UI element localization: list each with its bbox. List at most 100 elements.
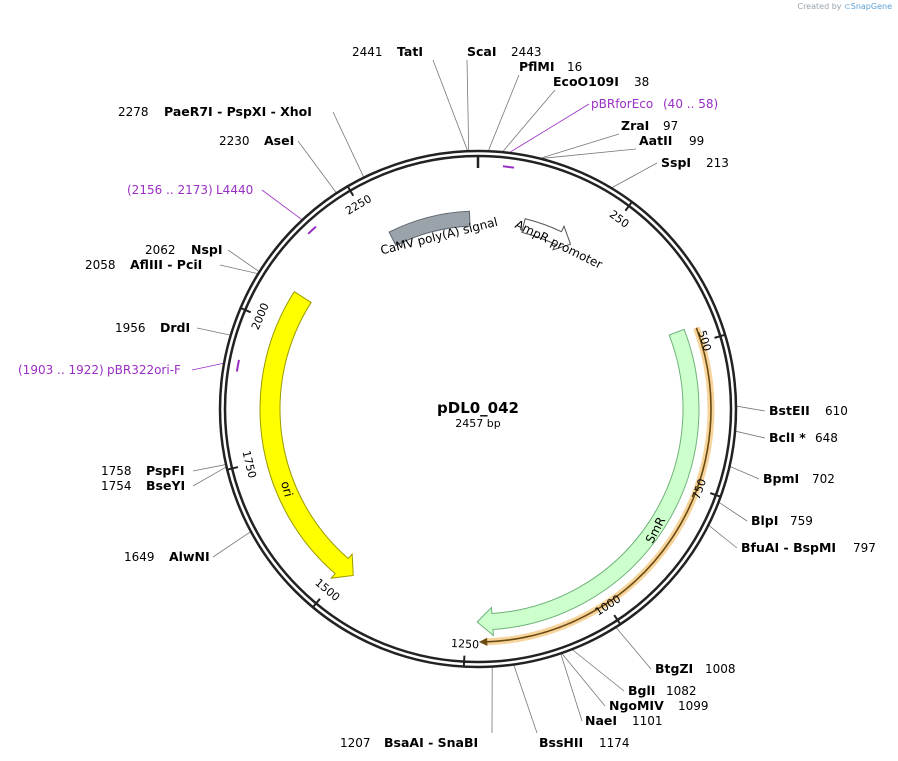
leader-line	[261, 189, 302, 220]
primer-range-pbr322ori-f: (1903 .. 1922)	[18, 363, 104, 377]
enzyme-pos-bpmi: 702	[812, 472, 835, 486]
primer-name-pbrforeco: pBRforEco	[591, 97, 653, 111]
leader-line	[196, 327, 230, 336]
leader-line	[219, 264, 258, 274]
enzyme-pos-bsaai-snabi: 1207	[340, 736, 371, 750]
tick-label-1000: 1000	[593, 592, 624, 618]
leader-line	[192, 464, 226, 472]
enzyme-name-paer7i-pspxi-xhoi: PaeR7I - PspXI - XhoI	[164, 104, 312, 119]
enzyme-name-bfuai-bspmi: BfuAI - BspMI	[741, 540, 836, 555]
tick-mark-1500	[311, 598, 321, 609]
tick-label-1750: 1750	[239, 449, 258, 479]
enzyme-pos-btgzi: 1008	[705, 662, 736, 676]
enzyme-name-alwni: AlwNI	[169, 549, 210, 564]
enzyme-pos-scai: 2443	[511, 45, 542, 59]
enzyme-pos-bsteii: 610	[825, 404, 848, 418]
camv-polya-box	[388, 210, 471, 247]
enzyme-name-bsteii: BstEII	[769, 403, 810, 418]
enzyme-name-tati: TatI	[397, 44, 423, 59]
enzyme-name-pspfi: PspFI	[146, 463, 185, 478]
snapgene-logo-icon: ⊂	[844, 2, 851, 11]
tick-label-250: 250	[607, 208, 632, 231]
enzyme-pos-zrai: 97	[663, 119, 678, 133]
primer-name-l4440: L4440	[216, 183, 253, 197]
leader-line	[616, 627, 652, 670]
enzyme-pos-asei: 2230	[219, 134, 250, 148]
enzyme-pos-naei: 1101	[632, 714, 663, 728]
enzyme-pos-pspfi: 1758	[101, 464, 132, 478]
enzyme-pos-bsshii: 1174	[599, 736, 630, 750]
orf-arrowhead	[478, 637, 488, 646]
tick-mark-1750	[226, 466, 239, 471]
tick-label-500: 500	[695, 329, 713, 353]
enzyme-name-bsaai-snabi: BsaAI - SnaBI	[384, 735, 478, 750]
enzyme-pos-aatii: 99	[689, 134, 704, 148]
leader-line	[572, 649, 625, 692]
enzyme-name-afliii-pcii: AflIII - PciI	[130, 257, 202, 272]
snapgene-watermark: Created by ⊂SnapGene	[797, 2, 892, 11]
primer-range-pbrforeco: (40 .. 58)	[663, 97, 718, 111]
feature-arrows	[259, 210, 715, 646]
ori-arrow	[259, 290, 354, 579]
leader-line	[541, 133, 620, 159]
leader-line	[488, 74, 520, 151]
enzyme-pos-bseyi: 1754	[101, 479, 132, 493]
leader-line	[560, 654, 583, 722]
tick-mark-2250	[346, 184, 355, 197]
primer-range-l4440: (2156 .. 2173)	[127, 183, 213, 197]
enzyme-name-asei: AseI	[264, 133, 294, 148]
tick-label-2000: 2000	[249, 301, 272, 332]
leader-line	[542, 148, 637, 159]
enzyme-name-bpmi: BpmI	[763, 471, 799, 486]
leader-line	[432, 59, 468, 151]
enzyme-pos-bfuai-bspmi: 797	[853, 541, 876, 555]
leader-line	[297, 140, 337, 193]
enzyme-pos-ecoo109i: 38	[634, 75, 649, 89]
tick-mark-500	[714, 333, 727, 339]
leader-line	[736, 405, 766, 412]
enzyme-name-blpi: BlpI	[751, 513, 778, 528]
enzyme-pos-sspi: 213	[706, 156, 729, 170]
leader-line	[191, 363, 224, 371]
leader-line	[730, 466, 760, 480]
tick-mark-750	[709, 492, 722, 499]
tick-label-750: 750	[690, 477, 709, 501]
enzyme-name-ngomiv: NgoMIV	[609, 698, 664, 713]
leader-line	[513, 665, 538, 734]
backbone-outer-ring	[218, 149, 738, 669]
tick-label-2250: 2250	[343, 192, 374, 217]
ampr-promoter-arrow	[521, 218, 572, 251]
smr-arrow	[476, 328, 700, 637]
leader-line	[502, 89, 556, 152]
leader-line	[510, 103, 590, 153]
leader-line	[561, 653, 606, 707]
plasmid-size: 2457 bp	[455, 417, 500, 430]
enzyme-name-zrai: ZraI	[621, 118, 649, 133]
leader-line	[466, 59, 470, 151]
enzyme-pos-ngomiv: 1099	[678, 699, 709, 713]
leader-line	[708, 525, 738, 549]
tick-mark-2000	[239, 306, 252, 314]
plasmid-name: pDL0_042	[437, 399, 519, 417]
tick-label-1500: 1500	[312, 576, 342, 604]
tick-mark-1000	[613, 614, 622, 626]
feature-label-ampr-promoter: AmpR promoter	[513, 217, 605, 271]
enzyme-name-aatii: AatII	[639, 133, 672, 148]
enzyme-name-nspi: NspI	[191, 242, 223, 257]
enzyme-pos-tati: 2441	[352, 45, 383, 59]
enzyme-name-drdi: DrdI	[160, 320, 190, 335]
tick-mark-1250	[462, 655, 466, 668]
primer-name-pbr322ori-f: pBR322ori-F	[107, 363, 181, 377]
enzyme-pos-bcli: 648	[815, 431, 838, 445]
primer-pbrforeco-marker	[502, 165, 515, 169]
leader-line	[227, 249, 259, 272]
enzyme-name-sspi: SspI	[661, 155, 691, 170]
enzyme-name-btgzi: BtgZI	[655, 661, 693, 676]
primer-pbr322ori-f-marker	[235, 359, 240, 372]
enzyme-name-bgli: BglI	[628, 683, 655, 698]
leader-line	[192, 466, 226, 487]
enzyme-pos-nspi: 2062	[145, 243, 176, 257]
enzyme-name-bsshii: BssHII	[539, 735, 583, 750]
enzyme-name-ecoo109i: EcoO109I	[553, 74, 619, 89]
